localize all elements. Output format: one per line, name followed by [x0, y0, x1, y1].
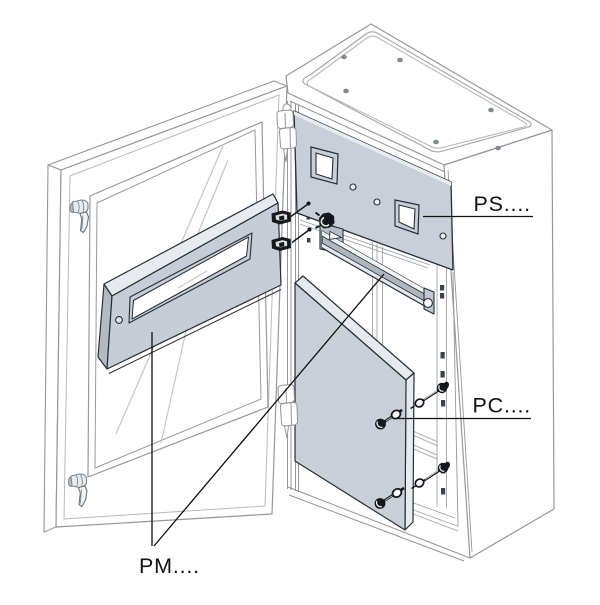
- svg-text:PM....: PM....: [139, 554, 200, 578]
- svg-text:PC....: PC....: [473, 393, 532, 417]
- svg-text:PS....: PS....: [474, 192, 531, 216]
